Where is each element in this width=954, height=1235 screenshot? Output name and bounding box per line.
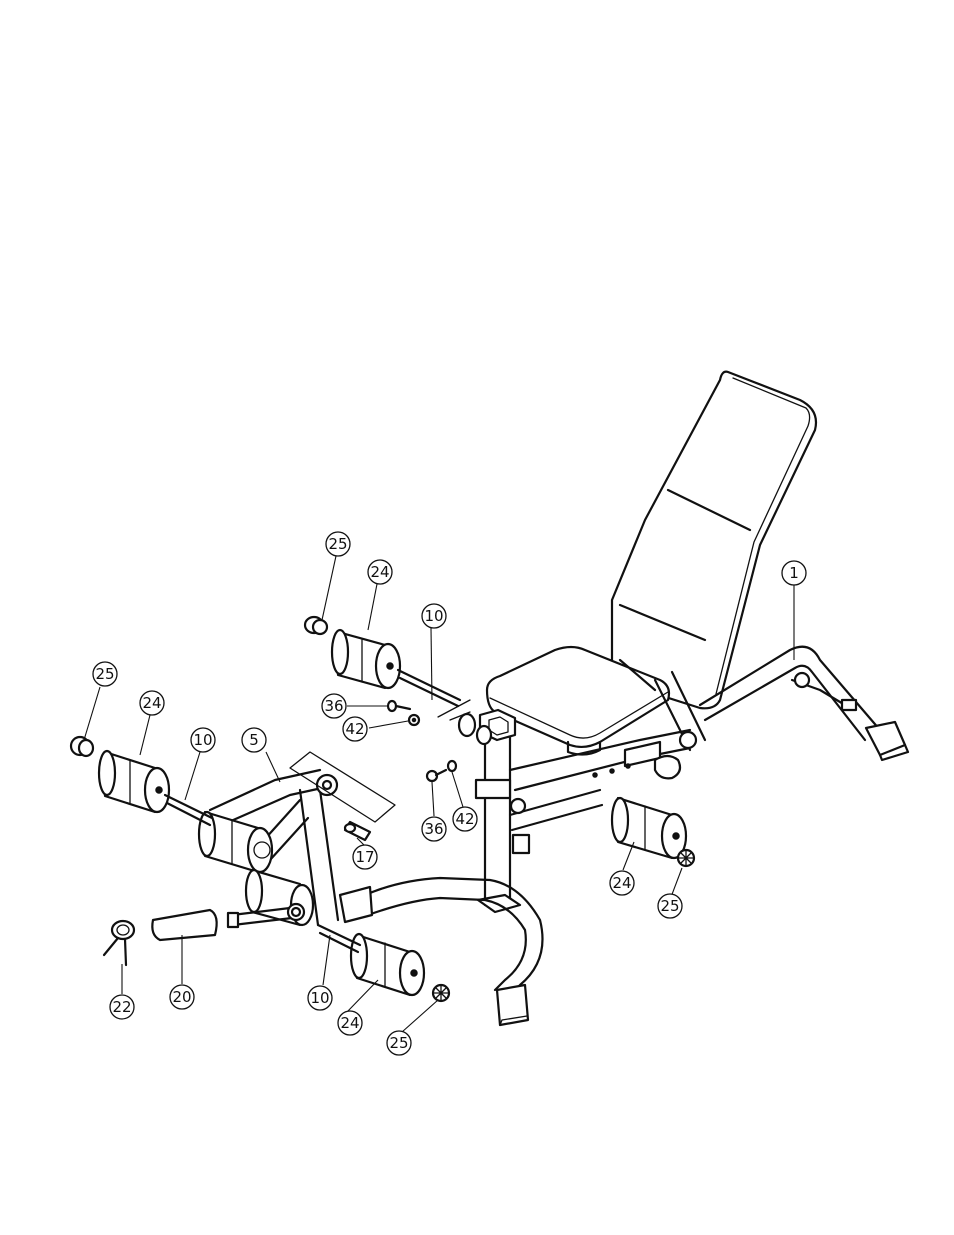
washer-lower bbox=[448, 761, 456, 771]
callout-10-lower-label: 10 bbox=[310, 989, 329, 1007]
callout-10-upper-label: 10 bbox=[424, 607, 443, 625]
callout-1-label: 1 bbox=[789, 564, 799, 582]
callout-42-upper: 42 bbox=[343, 717, 367, 741]
callout-17-label: 17 bbox=[355, 848, 374, 866]
callout-1: 1 bbox=[782, 561, 806, 585]
backrest-pad bbox=[612, 372, 816, 709]
callout-25-lower-label: 25 bbox=[389, 1034, 408, 1052]
callout-10-left-label: 10 bbox=[193, 731, 212, 749]
callout-25-upper-label: 25 bbox=[328, 535, 347, 553]
roller-pad-upper-left bbox=[99, 751, 169, 812]
callout-25-left: 25 bbox=[93, 662, 117, 686]
callout-25-lower: 25 bbox=[387, 1031, 411, 1055]
callout-24-upper-label: 24 bbox=[370, 563, 389, 581]
callout-25-upper: 25 bbox=[326, 532, 350, 556]
bolt-lower bbox=[427, 770, 446, 781]
callout-10-upper: 10 bbox=[422, 604, 446, 628]
callout-42-lower-label: 42 bbox=[455, 810, 474, 828]
callout-22: 22 bbox=[110, 995, 134, 1019]
bolt-upper bbox=[388, 701, 410, 711]
roller-pad-front-lower bbox=[351, 934, 424, 995]
roller-pad-upper-rear bbox=[332, 630, 400, 688]
callout-22-label: 22 bbox=[112, 998, 131, 1016]
callout-17: 17 bbox=[353, 845, 377, 869]
roller-shaft-assembly bbox=[152, 904, 304, 940]
end-cap-front-lower bbox=[433, 985, 449, 1001]
callout-24-lower: 24 bbox=[338, 1011, 362, 1035]
spring-clip bbox=[104, 921, 134, 965]
callout-10-left: 10 bbox=[191, 728, 215, 752]
callout-42-upper-label: 42 bbox=[345, 720, 364, 738]
callout-25-right: 25 bbox=[658, 894, 682, 918]
callout-24-upper: 24 bbox=[368, 560, 392, 584]
callout-25-left-label: 25 bbox=[95, 665, 114, 683]
end-cap-right bbox=[678, 850, 694, 866]
callout-5-label: 5 bbox=[249, 731, 259, 749]
callout-25-right-label: 25 bbox=[660, 897, 679, 915]
roller-pad-right bbox=[612, 798, 686, 858]
callout-20-label: 20 bbox=[172, 988, 191, 1006]
callout-24-right: 24 bbox=[610, 871, 634, 895]
end-cap-upper-left bbox=[71, 737, 93, 756]
callout-24-right-label: 24 bbox=[612, 874, 631, 892]
callout-5: 5 bbox=[242, 728, 266, 752]
callout-24-lower-label: 24 bbox=[340, 1014, 359, 1032]
roller-pad-inner-upper bbox=[199, 812, 272, 872]
callout-36-upper-label: 36 bbox=[324, 697, 343, 715]
callout-42-lower: 42 bbox=[453, 807, 477, 831]
callout-20: 20 bbox=[170, 985, 194, 1009]
callout-36-upper: 36 bbox=[322, 694, 346, 718]
callout-36-lower: 36 bbox=[422, 817, 446, 841]
callout-24-left-label: 24 bbox=[142, 694, 161, 712]
callout-36-lower-label: 36 bbox=[424, 820, 443, 838]
washer-upper bbox=[409, 715, 419, 725]
callout-24-left: 24 bbox=[140, 691, 164, 715]
callout-10-lower: 10 bbox=[308, 986, 332, 1010]
end-cap-upper-rear bbox=[305, 617, 327, 634]
